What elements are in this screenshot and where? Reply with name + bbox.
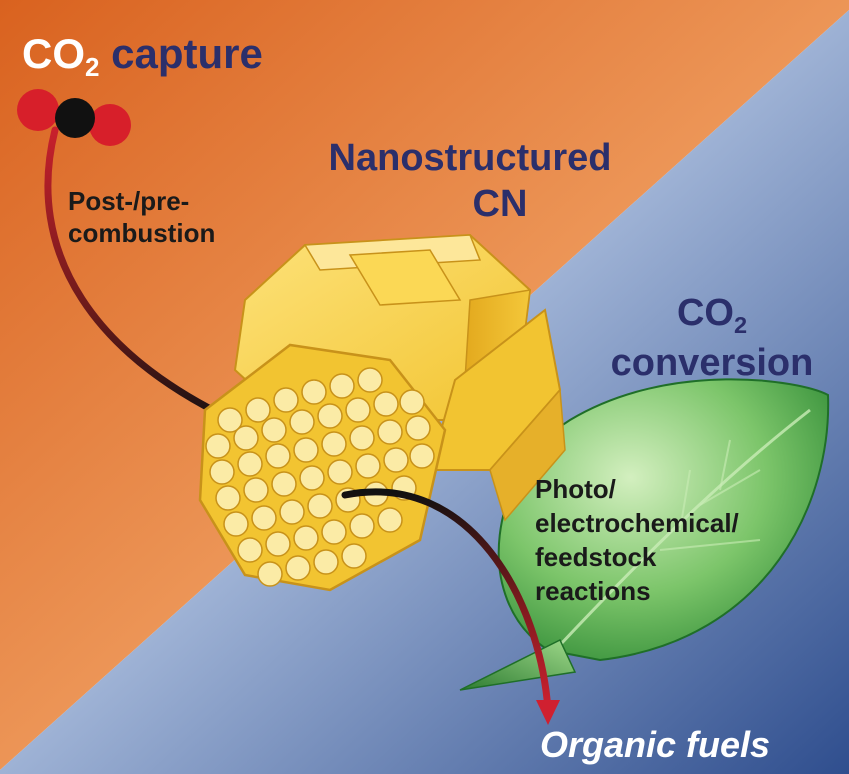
co2-conversion-label: CO2 conversion (592, 290, 832, 386)
pore-circle (265, 531, 291, 557)
combustion-label-line1: Post-/pre- (68, 186, 190, 216)
pore-circle (251, 505, 277, 531)
co2-capture-suffix: capture (99, 30, 263, 77)
pore-circle (349, 513, 375, 539)
pore-circle (205, 433, 231, 459)
pore-circle (383, 447, 409, 473)
pore-circle (299, 465, 325, 491)
pore-circle (243, 477, 269, 503)
leaf-stem-icon (459, 638, 577, 691)
pore-circle (355, 453, 381, 479)
organic-fuels-label: Organic fuels (540, 724, 771, 765)
oxygen-atom-icon (89, 104, 131, 146)
co2-molecule-icon (17, 89, 131, 146)
pore-circle (399, 389, 425, 415)
pore-circle (349, 425, 375, 451)
pore-circle (373, 391, 399, 417)
co2-capture-label: CO2 capture (22, 30, 263, 82)
pore-circle (317, 403, 343, 429)
pore-circle (285, 555, 311, 581)
material-label: Nanostructured CN (320, 135, 620, 227)
pore-circle (273, 387, 299, 413)
pore-circle (409, 443, 435, 469)
reactions-label-line2: electrochemical/ (535, 508, 739, 538)
reactions-label-line1: Photo/ (535, 474, 616, 504)
pore-circle (307, 493, 333, 519)
material-label-line1: Nanostructured (328, 137, 612, 179)
pore-circle (237, 537, 263, 563)
pore-circle (329, 373, 355, 399)
pore-circle (289, 409, 315, 435)
pore-circle (209, 459, 235, 485)
pore-circle (237, 451, 263, 477)
pore-circle (321, 431, 347, 457)
combustion-label-line2: combustion (68, 218, 216, 248)
co2-conversion-prefix: CO (676, 292, 734, 334)
pore-circle (215, 485, 241, 511)
pore-circle (245, 397, 271, 423)
pore-circle (233, 425, 259, 451)
pore-circle (313, 549, 339, 575)
pore-circle (217, 407, 243, 433)
pore-circle (301, 379, 327, 405)
leaf-icon (459, 378, 830, 691)
pore-circle (257, 561, 283, 587)
carbon-atom-icon (55, 98, 95, 138)
pore-circle (265, 443, 291, 469)
material-label-line2: CN (472, 183, 528, 225)
co2-capture-subscript: 2 (85, 52, 100, 83)
pore-circle (223, 511, 249, 537)
co2-capture-prefix: CO (22, 30, 85, 77)
pore-circle (345, 397, 371, 423)
pore-circle (271, 471, 297, 497)
conversion-arrow (341, 488, 560, 725)
pore-circle (327, 459, 353, 485)
pore-circle (405, 415, 431, 441)
pore-circle (261, 417, 287, 443)
pore-circle (377, 507, 403, 533)
pore-circle (377, 419, 403, 445)
pore-circle (357, 367, 383, 393)
combustion-label: Post-/pre- combustion (68, 185, 215, 249)
reactions-label-line3: feedstock (535, 542, 657, 572)
co2-conversion-line2: conversion (610, 342, 814, 384)
pore-circle (279, 499, 305, 525)
co2-conversion-subscript: 2 (733, 311, 748, 338)
reactions-label: Photo/ electrochemical/ feedstock reacti… (535, 472, 739, 608)
reactions-label-line4: reactions (535, 576, 651, 606)
pore-circle (293, 437, 319, 463)
pore-circle (293, 525, 319, 551)
pore-circle (321, 519, 347, 545)
oxygen-atom-icon (17, 89, 59, 131)
pore-circle (341, 543, 367, 569)
co2-conversion-line1: CO2 (592, 290, 832, 340)
